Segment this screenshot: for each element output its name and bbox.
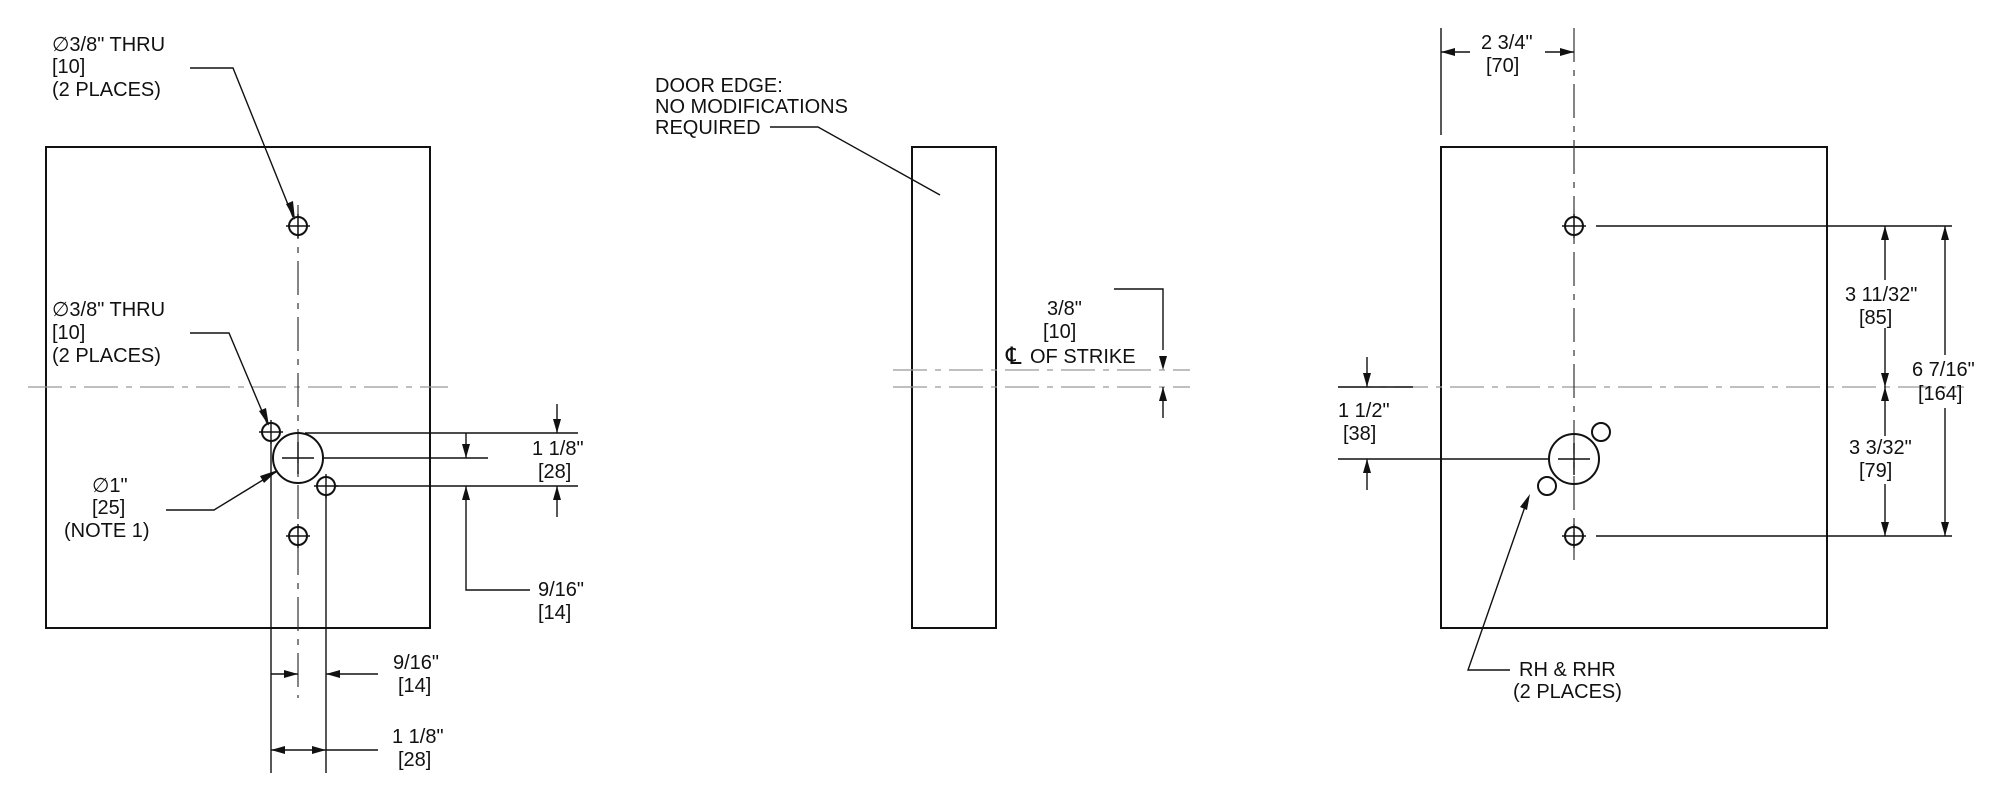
strike-arrow-down	[1159, 356, 1167, 370]
right-dim-overall-imperial: 6 7/16"	[1912, 359, 1975, 381]
left-bottom-hole	[286, 524, 310, 548]
left-mid-leader	[190, 332, 268, 424]
right-dim-left-imperial: 1 1/2"	[1338, 400, 1390, 422]
right-bottom-hole	[1562, 524, 1586, 548]
left-dim-1-1-8-h-metric: [28]	[398, 749, 431, 771]
right-dim-top-metric: [70]	[1486, 55, 1519, 77]
strike-offset-imperial: 3/8"	[1047, 298, 1082, 320]
left-dim-1-1-8-h-imperial: 1 1/8"	[392, 726, 444, 748]
left-dim-9-16-v-imperial: 9/16"	[538, 579, 584, 601]
right-small-hole-lower	[1537, 476, 1557, 496]
right-hand-leader	[1467, 497, 1529, 671]
right-small-hole-upper	[1591, 422, 1611, 442]
left-top-callout-metric: [10]	[52, 56, 85, 78]
left-main-callout-note: (NOTE 1)	[64, 520, 150, 542]
right-dim-arrow-b	[1560, 48, 1574, 56]
right-dim-arrow-f	[1881, 522, 1889, 536]
left-top-callout-size: ∅3/8" THRU	[52, 34, 165, 56]
left-dim-arrow-f	[326, 670, 340, 678]
door-edge-note-line2: NO MODIFICATIONS	[655, 96, 848, 118]
left-dim-9-16-v-leader	[465, 486, 530, 591]
left-top-leader	[190, 67, 294, 218]
right-dim-lower-metric: [79]	[1859, 460, 1892, 482]
left-dim-arrow-c	[462, 444, 470, 458]
right-dim-arrow-j	[1363, 459, 1371, 473]
door-edge-note-line1: DOOR EDGE:	[655, 75, 783, 97]
right-hand-note-line2: (2 PLACES)	[1513, 681, 1622, 703]
right-top-hole	[1562, 214, 1586, 238]
right-view: 2 3/4" [70] 3 11/32" [85] 3 3/32" [79] 6…	[1338, 28, 1975, 703]
right-dim-lower-imperial: 3 3/32"	[1849, 437, 1912, 459]
strike-offset-leader	[1114, 288, 1164, 350]
right-dim-upper-imperial: 3 11/32"	[1845, 284, 1917, 306]
left-dim-1-1-8-metric: [28]	[538, 461, 571, 483]
left-dim-arrow-g	[271, 746, 285, 754]
left-dim-9-16-h-metric: [14]	[398, 675, 431, 697]
left-main-leader	[166, 471, 277, 511]
left-main-callout-metric: [25]	[92, 497, 125, 519]
right-dim-arrow-a	[1441, 48, 1455, 56]
centerline-symbol: ℄	[1005, 343, 1022, 370]
left-top-callout-count: (2 PLACES)	[52, 79, 161, 101]
right-dim-upper-metric: [85]	[1859, 307, 1892, 329]
left-dim-1-1-8-imperial: 1 1/8"	[532, 438, 584, 460]
right-dim-arrow-i	[1363, 373, 1371, 387]
middle-view: DOOR EDGE: NO MODIFICATIONS REQUIRED 3/8…	[655, 75, 1190, 629]
left-main-callout-size: ∅1"	[92, 475, 128, 497]
left-dim-9-16-h-imperial: 9/16"	[393, 652, 439, 674]
left-dim-9-16-v-metric: [14]	[538, 602, 571, 624]
right-dim-arrow-e	[1881, 387, 1889, 401]
left-top-leader-arrow	[286, 201, 295, 220]
left-dim-arrow-e	[284, 670, 298, 678]
left-mid-callout-count: (2 PLACES)	[52, 345, 161, 367]
strike-label: OF STRIKE	[1030, 346, 1136, 368]
door-edge-leader	[770, 126, 941, 196]
right-dim-left-metric: [38]	[1343, 423, 1376, 445]
right-dim-arrow-g	[1941, 226, 1949, 240]
strike-arrow-up	[1159, 387, 1167, 401]
door-edge-note-line3: REQUIRED	[655, 117, 761, 139]
left-mid-callout-metric: [10]	[52, 322, 85, 344]
strike-offset-metric: [10]	[1043, 321, 1076, 343]
left-dim-arrow-d	[462, 486, 470, 500]
right-dim-top-imperial: 2 3/4"	[1481, 32, 1533, 54]
left-dim-arrow-a	[553, 419, 561, 433]
right-dim-arrow-c	[1881, 226, 1889, 240]
left-top-hole	[286, 214, 310, 238]
left-mid-callout-size: ∅3/8" THRU	[52, 299, 165, 321]
right-hand-leader-arrow	[1520, 494, 1530, 510]
left-dim-arrow-h	[312, 746, 326, 754]
left-view: ∅3/8" THRU [10] (2 PLACES) ∅3/8" THRU [1…	[28, 34, 584, 773]
left-main-hole	[272, 432, 324, 484]
left-mid-leader-arrow	[259, 408, 269, 426]
left-main-leader-arrow	[260, 470, 278, 483]
right-hand-note-line1: RH & RHR	[1519, 659, 1616, 681]
right-dim-overall-metric: [164]	[1918, 383, 1962, 405]
left-dim-arrow-b	[553, 486, 561, 500]
right-dim-arrow-h	[1941, 522, 1949, 536]
right-dim-arrow-d	[1881, 373, 1889, 387]
